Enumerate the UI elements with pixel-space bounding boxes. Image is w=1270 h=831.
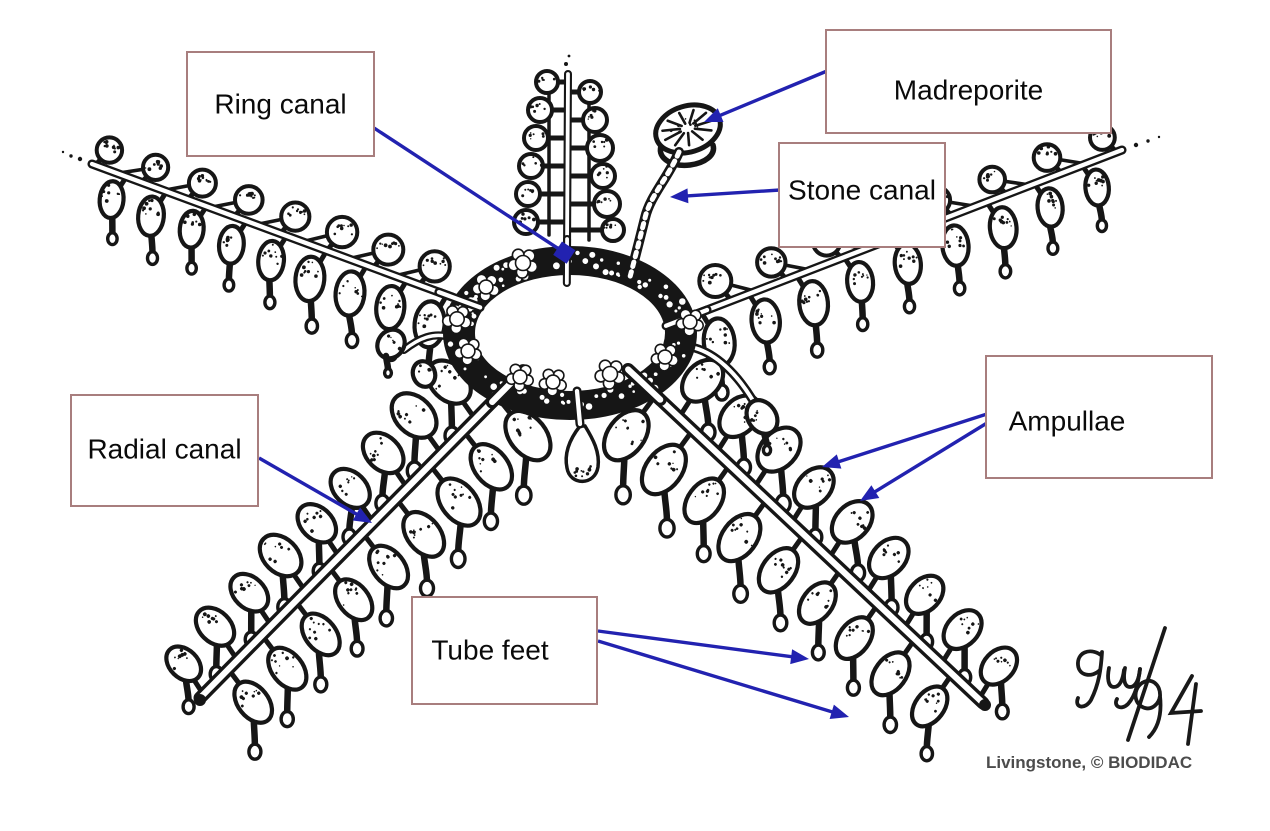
svg-text:Ring canal: Ring canal: [214, 89, 346, 120]
svg-text:Tube feet: Tube feet: [431, 635, 548, 666]
svg-text:Ampullae: Ampullae: [1009, 406, 1126, 437]
svg-text:Radial canal: Radial canal: [87, 434, 241, 465]
svg-text:Madreporite: Madreporite: [894, 75, 1043, 106]
svg-text:Livingstone, © BIODIDAC: Livingstone, © BIODIDAC: [986, 753, 1192, 772]
svg-text:Stone canal: Stone canal: [788, 175, 936, 206]
